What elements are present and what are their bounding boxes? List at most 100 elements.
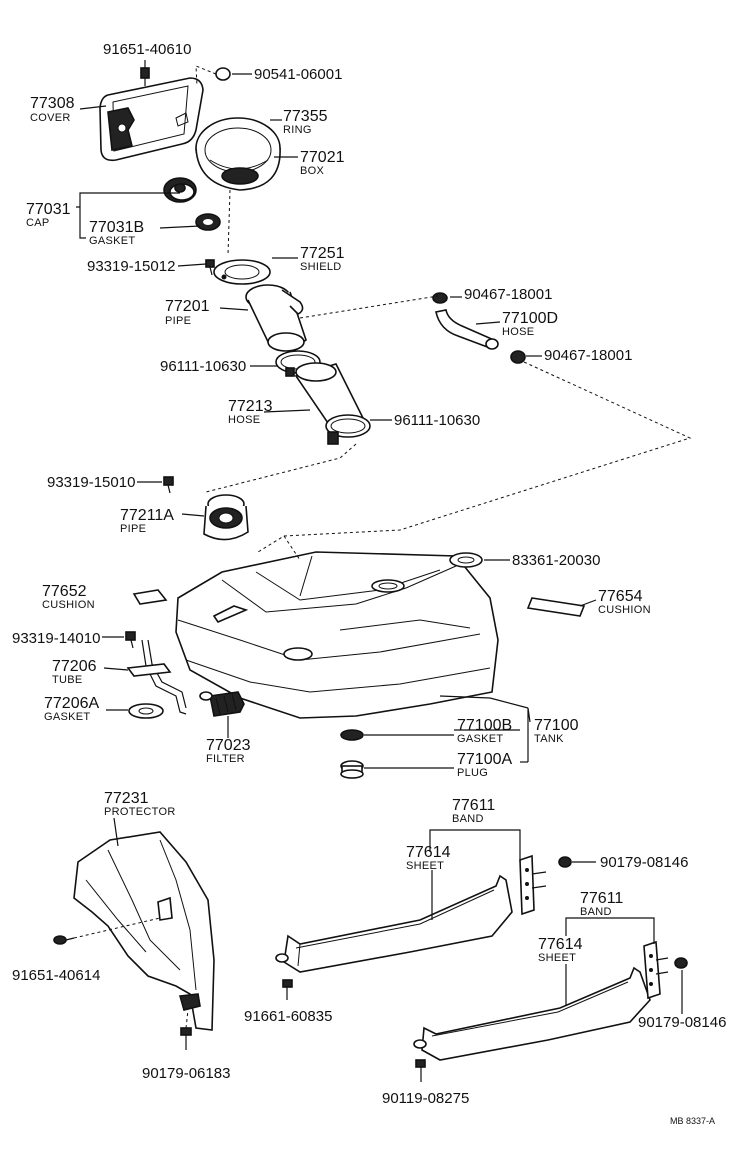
label-77031b: 77031B [89, 219, 144, 236]
label-77611-lower: 77611 [580, 890, 623, 907]
label-77023: 77023 [206, 737, 251, 754]
label-77654-name: CUSHION [598, 604, 651, 616]
label-77654: 77654 [598, 588, 643, 605]
label-77213-name: HOSE [228, 414, 260, 426]
tube-77206 [126, 639, 187, 715]
label-91651-40610: 91651-40610 [103, 41, 191, 58]
label-77100: 77100 [534, 717, 579, 734]
label-77031: 77031 [26, 201, 71, 218]
label-77308-name: COVER [30, 112, 71, 124]
label-77611-upper: 77611 [452, 797, 495, 814]
label-77100a-name: PLUG [457, 767, 488, 779]
label-90179-06183: 90179-06183 [142, 1065, 230, 1082]
label-77023-name: FILTER [206, 753, 245, 765]
label-77100-name: TANK [534, 733, 564, 745]
label-96111-10630-upper: 96111-10630 [160, 358, 246, 375]
screw-93319-15012 [205, 259, 215, 276]
label-77652-name: CUSHION [42, 599, 95, 611]
clip-90467-18001-upper [432, 292, 448, 304]
label-77211a-name: PIPE [120, 523, 146, 535]
label-90541-06001: 90541-06001 [254, 66, 342, 83]
label-90119-08275: 90119-08275 [382, 1090, 469, 1107]
label-77100d: 77100D [502, 310, 558, 327]
label-77251-name: SHIELD [300, 261, 342, 273]
cushion-77652 [132, 589, 168, 605]
label-77031-name: CAP [26, 217, 50, 229]
sheet-77614-upper [295, 889, 495, 949]
nut-90179-08146-lower [674, 957, 688, 969]
label-77100d-name: HOSE [502, 326, 534, 338]
label-77355-name: RING [283, 124, 312, 136]
label-77021-name: BOX [300, 165, 324, 177]
label-77031b-name: GASKET [89, 235, 135, 247]
label-77614-upper: 77614 [406, 844, 451, 861]
label-90179-08146-lower: 90179-08146 [638, 1014, 726, 1031]
gasket-77206a [128, 703, 164, 719]
label-77614-lower-name: SHEET [538, 952, 576, 964]
label-77201: 77201 [165, 298, 210, 315]
part-labels: 91651-40610 90541-06001 77308 COVER 7735… [12, 41, 726, 1126]
sheet-77614-lower [431, 981, 629, 1037]
label-77201-name: PIPE [165, 315, 191, 327]
label-93319-14010: 93319-14010 [12, 630, 100, 647]
label-93319-15010: 93319-15010 [47, 474, 135, 491]
screw-93319-15010 [163, 476, 174, 494]
label-77021: 77021 [300, 149, 345, 166]
label-77100b: 77100B [457, 717, 512, 734]
cushion-77654 [526, 597, 586, 617]
protector-77231 [73, 831, 215, 1031]
pipe-77201 [245, 284, 307, 352]
label-77611-upper-name: BAND [452, 813, 484, 825]
figure-code: MB 8337-A [670, 1116, 715, 1126]
filter-77023 [199, 691, 245, 717]
label-77100b-name: GASKET [457, 733, 503, 745]
bolt-91651-40610 [140, 67, 150, 86]
label-90179-08146-upper: 90179-08146 [600, 854, 688, 871]
cover-77308 [99, 77, 204, 162]
label-90467-18001-lower: 90467-18001 [544, 347, 632, 364]
band-77611-lower [421, 940, 669, 1061]
label-77211a: 77211A [120, 507, 174, 524]
cushion-90541-06001 [195, 65, 231, 87]
label-77614-upper-name: SHEET [406, 860, 444, 872]
label-77206a: 77206A [44, 695, 99, 712]
label-77100a: 77100A [457, 751, 512, 768]
bolt-91651-40614 [53, 917, 161, 945]
bolt-91661-60835 [275, 953, 293, 1000]
filler-box-77021 [195, 117, 281, 191]
label-77652: 77652 [42, 583, 87, 600]
nut-90179-08146-upper [558, 856, 572, 868]
leader-lines [76, 60, 683, 1014]
label-83361-20030: 83361-20030 [512, 552, 600, 569]
label-77611-lower-name: BAND [580, 906, 612, 918]
label-77231-name: PROTECTOR [104, 806, 176, 818]
clip-90467-18001-lower [510, 350, 526, 364]
label-77206-name: TUBE [52, 674, 83, 686]
label-93319-15012: 93319-15012 [87, 258, 175, 275]
label-96111-10630-lower: 96111-10630 [394, 412, 480, 429]
clamp-96111-10630-lower [325, 414, 371, 445]
label-77231: 77231 [104, 790, 149, 807]
plug-77100a [340, 760, 364, 779]
label-91651-40614: 91651-40614 [12, 967, 100, 984]
bolt-90179-06183 [180, 1009, 192, 1050]
bolt-90119-08275 [413, 1039, 427, 1082]
gasket-77031b [195, 213, 221, 231]
cap-77031 [163, 177, 197, 203]
label-77355: 77355 [283, 108, 328, 125]
screw-93319-14010 [125, 631, 136, 649]
label-77308: 77308 [30, 95, 75, 112]
label-77251: 77251 [300, 245, 345, 262]
fuel-tank-77100 [175, 551, 499, 719]
gasket-83361-20030 [449, 552, 483, 568]
hose-77100d [435, 309, 499, 350]
label-90467-18001-upper: 90467-18001 [464, 286, 552, 303]
gasket-77100b [340, 729, 364, 741]
band-77611-upper [283, 854, 547, 973]
label-77213: 77213 [228, 398, 273, 415]
label-77206: 77206 [52, 658, 97, 675]
label-77206a-name: GASKET [44, 711, 90, 723]
pipe-77211a [203, 494, 249, 541]
label-77614-lower: 77614 [538, 936, 583, 953]
